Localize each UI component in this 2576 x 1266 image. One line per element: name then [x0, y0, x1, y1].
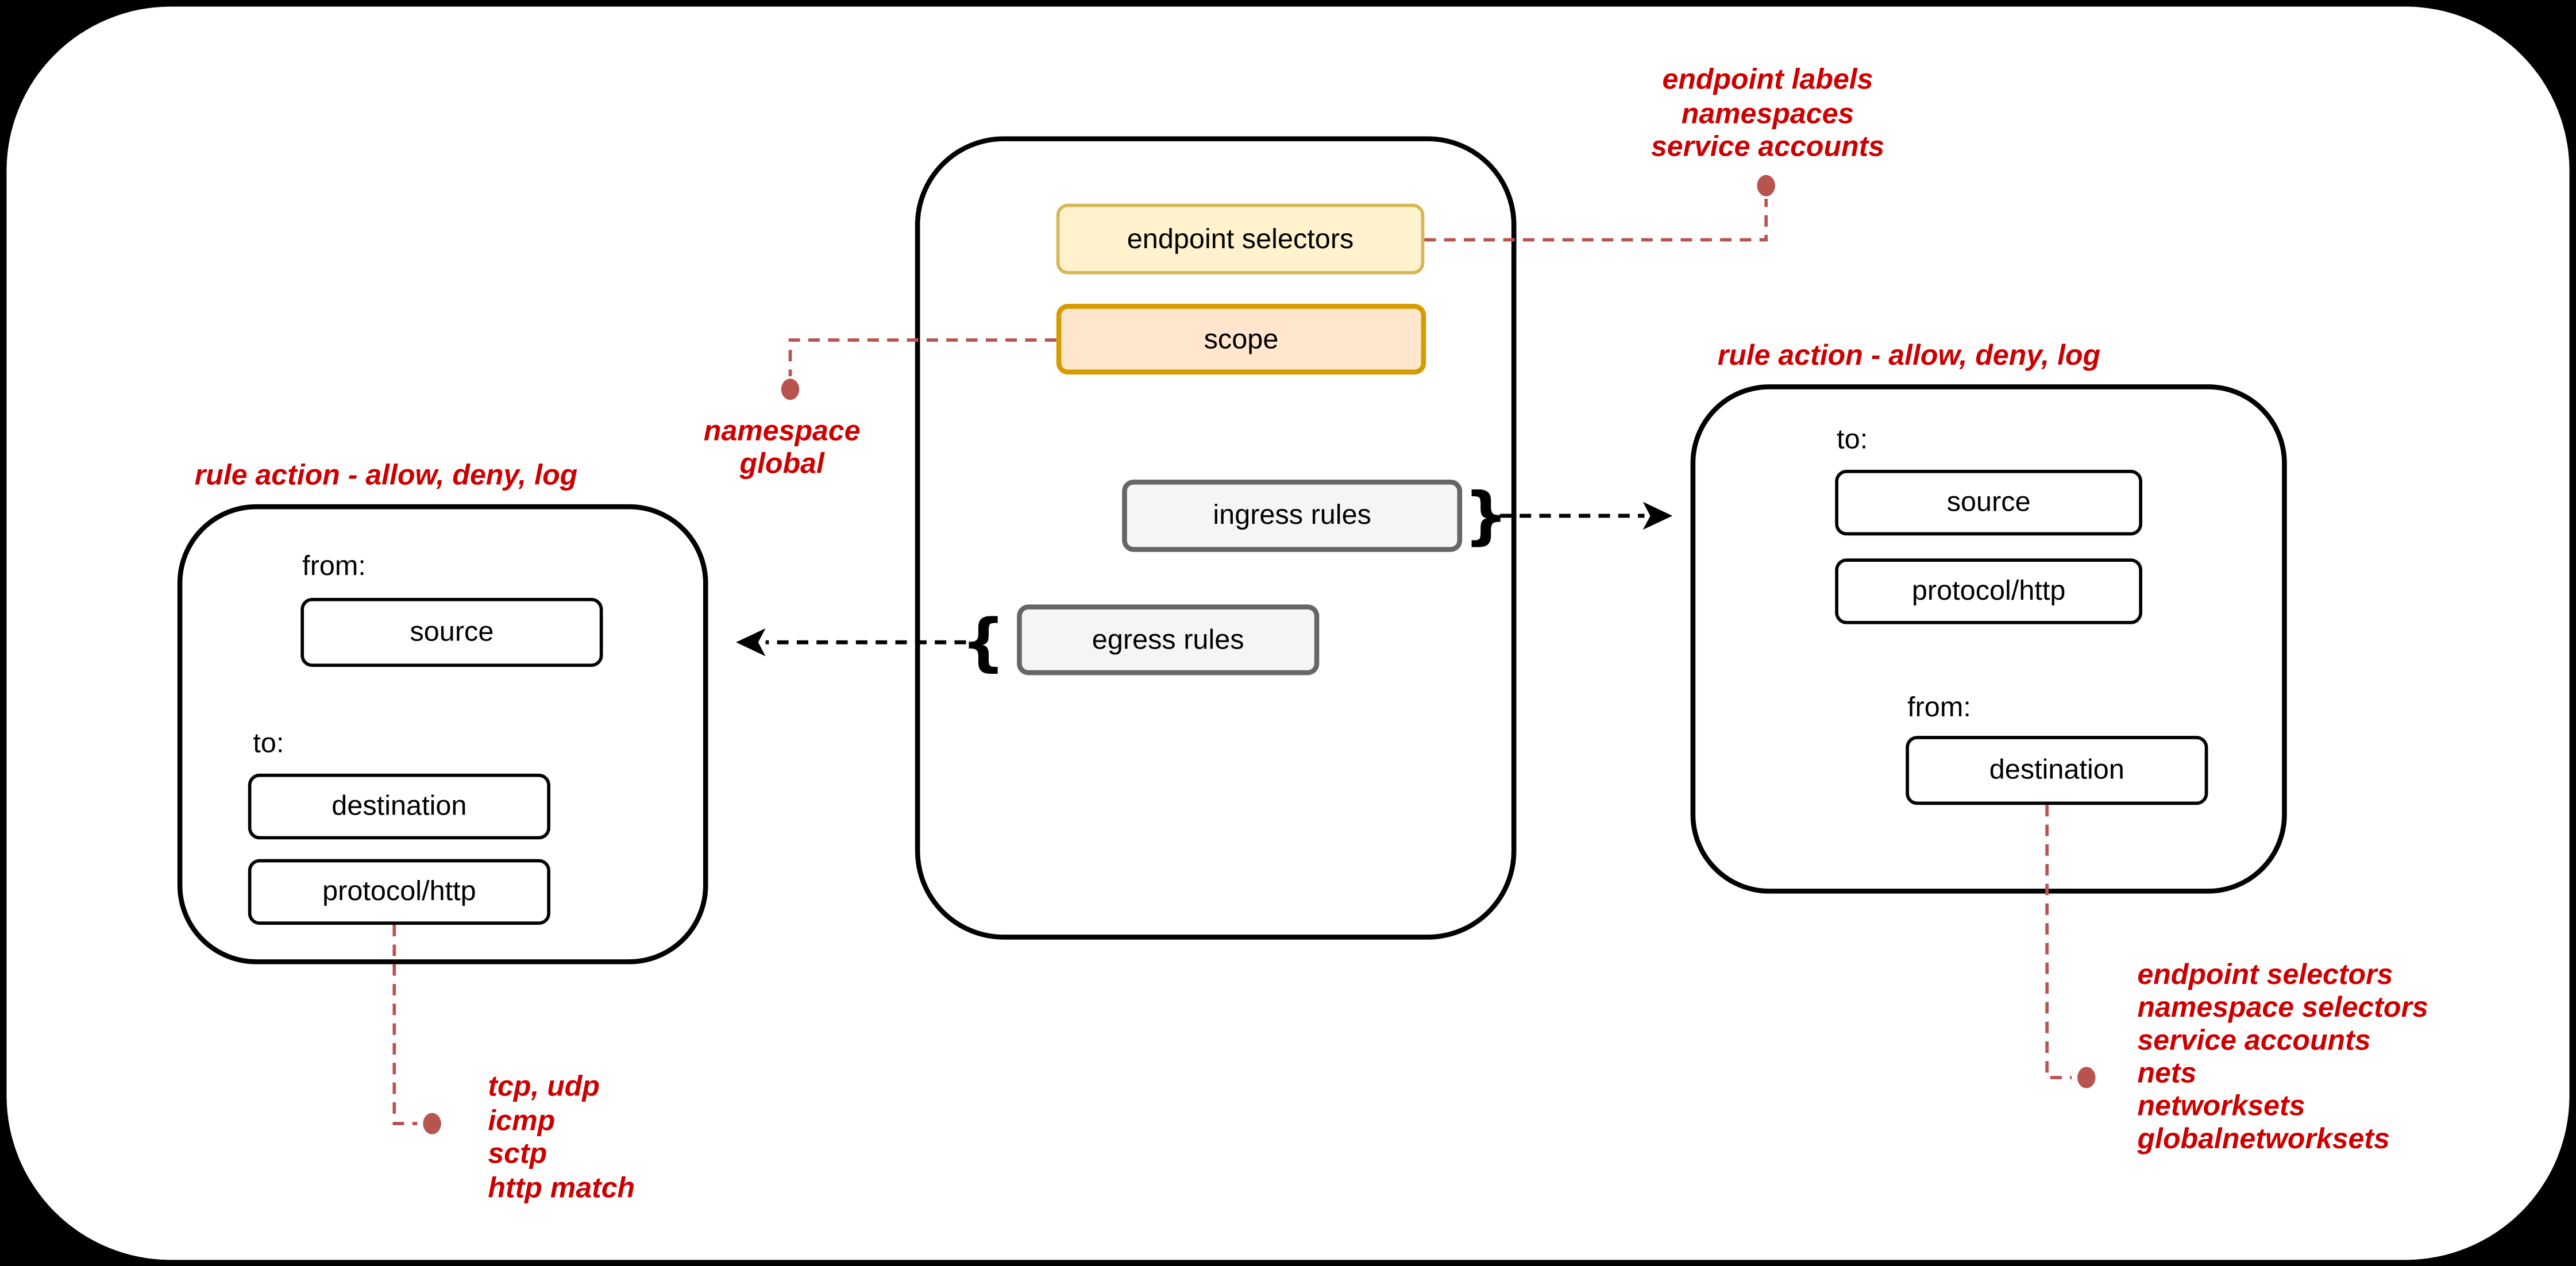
annotation-line: http match: [488, 1170, 635, 1203]
ingress-brace-icon: }: [1463, 480, 1509, 552]
ingress-rules-chip: ingress rules: [1122, 480, 1463, 552]
egress-destination-label: destination: [331, 790, 467, 821]
protocol-options-note: tcp, udp icmp sctp http match: [488, 1070, 635, 1204]
egress-source-label: source: [410, 616, 494, 647]
ingress-rule-detail-box: [1690, 384, 2287, 894]
annotation-line: namespaces: [1681, 96, 1854, 129]
annotation-line: namespace selectors: [2137, 990, 2428, 1024]
annotation-line: globalnetworksets: [2137, 1122, 2390, 1155]
scope-chip: scope: [1056, 304, 1426, 375]
egress-protocol-chip: protocol/http: [248, 859, 550, 925]
ingress-rules-label: ingress rules: [1213, 499, 1371, 531]
ingress-destination-chip: destination: [1906, 736, 2208, 805]
annotation-line: service accounts: [1651, 129, 1885, 163]
scope-label: scope: [1204, 322, 1279, 354]
annotation-line: nets: [2137, 1056, 2197, 1089]
egress-rules-label: egress rules: [1092, 623, 1244, 655]
egress-protocol-label: protocol/http: [322, 875, 476, 907]
destination-options-note: endpoint selectors namespace selectors s…: [2137, 958, 2428, 1155]
egress-brace-icon: {: [961, 606, 1006, 679]
endpoint-selectors-chip: endpoint selectors: [1056, 203, 1425, 275]
egress-destination-chip: destination: [248, 773, 550, 840]
annotation-line: icmp: [488, 1103, 556, 1136]
ingress-protocol-chip: protocol/http: [1835, 558, 2143, 624]
endpoint-selectors-label: endpoint selectors: [1127, 222, 1354, 254]
annotation-line: service accounts: [2137, 1023, 2371, 1056]
egress-rule-action-title: rule action - allow, deny, log: [194, 458, 578, 492]
egress-source-chip: source: [300, 597, 603, 667]
ingress-to-label: to:: [1837, 423, 1868, 456]
annotation-line: tcp, udp: [488, 1069, 600, 1102]
endpoint-labels-note: endpoint labels namespaces service accou…: [1521, 63, 2014, 164]
egress-from-label: from:: [302, 550, 366, 582]
egress-to-label: to:: [253, 727, 284, 759]
ingress-protocol-label: protocol/http: [1911, 574, 2066, 607]
namespace-global-note: namespace global: [618, 414, 946, 480]
annotation-line: sctp: [488, 1136, 547, 1170]
ingress-rule-action-title: rule action - allow, deny, log: [1717, 338, 2101, 372]
ingress-source-chip: source: [1835, 469, 2143, 536]
annotation-line: namespace: [703, 414, 861, 447]
egress-rules-chip: egress rules: [1017, 604, 1320, 676]
annotation-line: global: [739, 446, 824, 479]
annotation-line: endpoint labels: [1662, 62, 1873, 95]
annotation-line: endpoint selectors: [2137, 958, 2393, 991]
ingress-from-label: from:: [1907, 691, 1971, 723]
annotation-line: networksets: [2137, 1089, 2305, 1122]
ingress-destination-label: destination: [1989, 754, 2124, 785]
ingress-source-label: source: [1946, 486, 2031, 518]
